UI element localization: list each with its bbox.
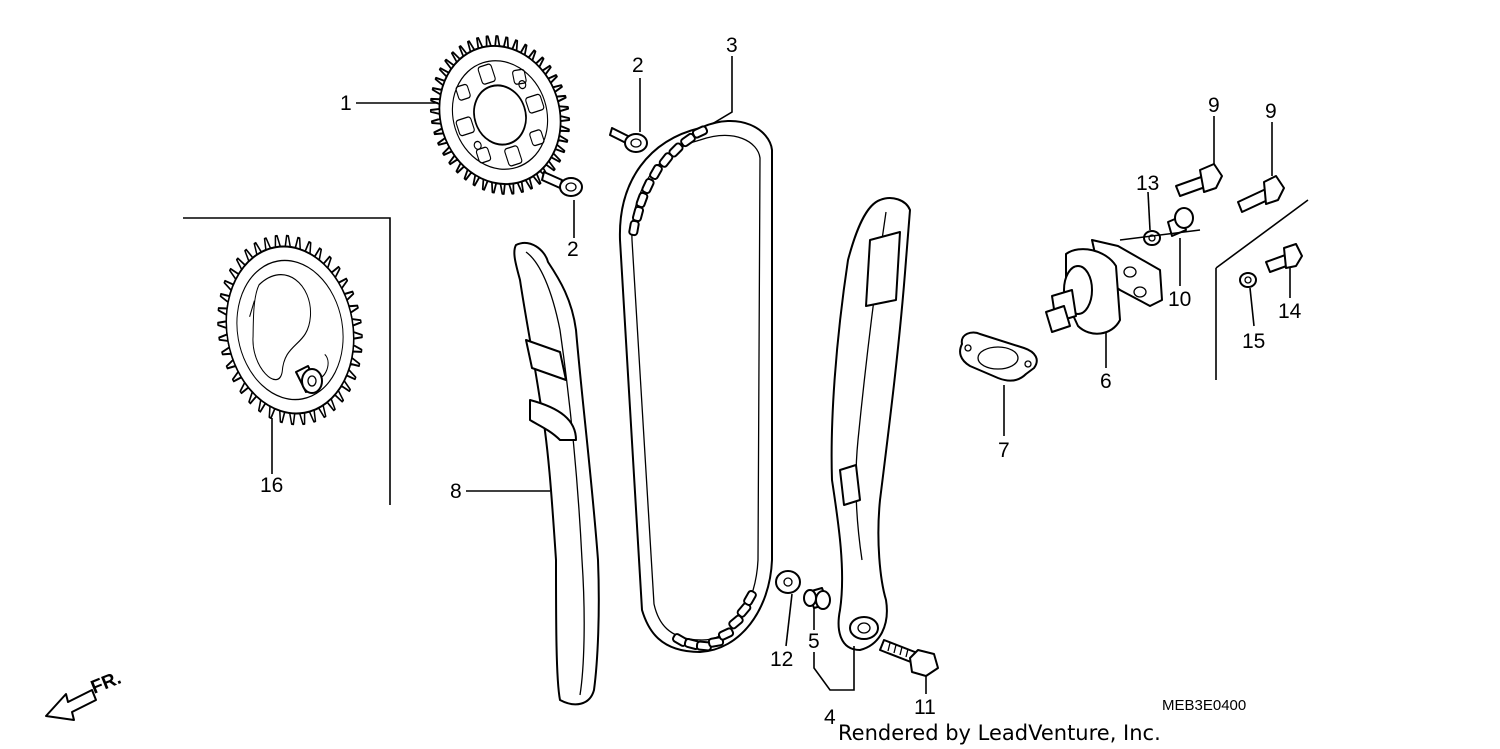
front-direction-arrow: FR.	[45, 668, 124, 721]
chain-link	[707, 636, 725, 648]
credit-text: Rendered by LeadVenture, Inc.	[838, 721, 1161, 745]
chain-link	[628, 219, 640, 237]
cam-sprocket-lower[interactable]	[203, 224, 376, 436]
separator-line-b	[1215, 199, 1309, 269]
callout-16: 16	[260, 474, 283, 497]
callout-10: 10	[1168, 288, 1191, 311]
callout-4: 4	[824, 706, 836, 729]
small-washer[interactable]	[1239, 272, 1257, 288]
cam-chain[interactable]	[618, 119, 773, 653]
callout-9-right: 9	[1265, 100, 1277, 123]
washer[interactable]	[775, 570, 801, 594]
leader-lines	[271, 56, 1291, 694]
callout-2-upper: 2	[632, 54, 644, 77]
callout-7: 7	[998, 439, 1010, 462]
chain-link	[631, 205, 645, 223]
chain-link	[641, 177, 655, 195]
tensioner-lifter[interactable]	[1045, 239, 1163, 335]
callout-9-left: 9	[1208, 94, 1220, 117]
cam-sprocket-upper[interactable]	[411, 18, 590, 212]
sprocket-pin	[295, 365, 323, 394]
callout-13: 13	[1136, 172, 1159, 195]
chain-guide[interactable]	[513, 242, 600, 706]
flange-bolt[interactable]	[1265, 243, 1303, 273]
callout-12: 12	[770, 648, 793, 671]
callout-14: 14	[1278, 300, 1302, 323]
chain-link	[743, 590, 757, 606]
sprocket-bolt-lower[interactable]	[541, 171, 583, 197]
group-bracket-left	[183, 217, 391, 505]
tensioner-gasket[interactable]	[959, 331, 1038, 382]
callout-15: 15	[1242, 330, 1265, 353]
callout-5: 5	[808, 630, 820, 653]
chain-link	[635, 191, 649, 209]
lifter-bolt-right[interactable]	[1237, 175, 1285, 213]
collar[interactable]	[803, 587, 831, 610]
callout-1: 1	[340, 92, 352, 115]
chain-tensioner-arm[interactable]	[830, 197, 911, 651]
chain-link	[680, 132, 696, 148]
callout-3: 3	[726, 34, 738, 57]
diagram-code: MEB3E0400	[1162, 697, 1246, 714]
lifter-bolt-left[interactable]	[1175, 163, 1223, 197]
callout-2-lower: 2	[567, 238, 579, 261]
sprocket-bolt-upper[interactable]	[609, 127, 648, 153]
chain-link	[658, 152, 674, 168]
callout-6: 6	[1100, 370, 1112, 393]
separator-diagonal	[1119, 229, 1201, 241]
callout-11: 11	[914, 696, 936, 719]
front-direction-label: FR.	[88, 668, 124, 699]
sealing-washer[interactable]	[1143, 230, 1161, 246]
chain-link	[717, 627, 735, 641]
plug-bolt[interactable]	[1167, 207, 1194, 237]
chain-link	[649, 164, 663, 180]
pivot-bolt[interactable]	[879, 639, 939, 677]
callout-8: 8	[450, 480, 462, 503]
